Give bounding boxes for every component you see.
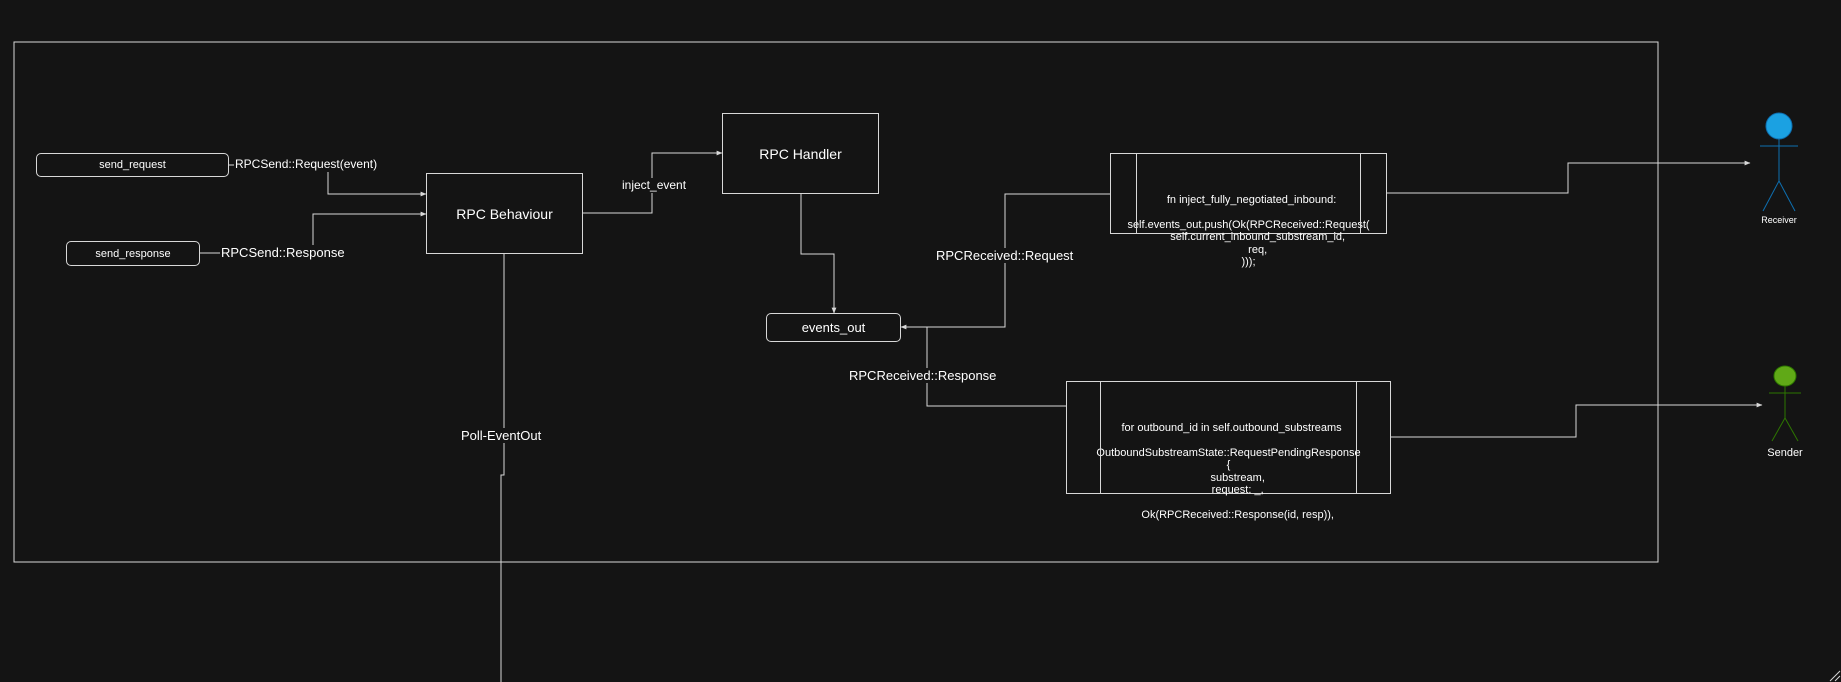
- edge-label-inject-event: inject_event: [621, 178, 688, 193]
- receiver-actor: [1760, 112, 1798, 212]
- events-out-label: events_out: [801, 320, 866, 335]
- rpc-handler-node[interactable]: RPC Handler: [722, 113, 879, 194]
- edge-label-send-response: RPCSend::Response: [220, 245, 346, 260]
- inbound-code-text: fn inject_fully_negotiated_inbound: self…: [1127, 193, 1370, 269]
- edge-poll-eventout: [500, 253, 505, 682]
- edge-to-sender: [1391, 402, 1763, 438]
- outbound-code-right-bar: [1356, 382, 1357, 493]
- receiver-head: [1765, 112, 1793, 140]
- edge-received-response: [901, 326, 1066, 407]
- inbound-code-block[interactable]: fn inject_fully_negotiated_inbound: self…: [1110, 153, 1387, 268]
- outbound-code-left-bar: [1100, 382, 1101, 493]
- send-response-node[interactable]: send_response: [66, 241, 200, 266]
- sender-label: Sender: [1767, 447, 1803, 459]
- inbound-code-left-bar: [1136, 154, 1137, 233]
- rpc-handler-label: RPC Handler: [759, 145, 842, 162]
- receiver-label: Receiver: [1761, 215, 1797, 225]
- outer-container: [13, 41, 1659, 563]
- edge-to-receiver: [1386, 160, 1751, 194]
- edge-handler-to-events: [800, 193, 837, 314]
- outbound-code-block[interactable]: for outbound_id in self.outbound_substre…: [1066, 381, 1391, 521]
- send-response-label: send_response: [95, 247, 171, 260]
- outbound-code-text: for outbound_id in self.outbound_substre…: [1096, 421, 1361, 522]
- edge-label-received-response: RPCReceived::Response: [848, 368, 998, 383]
- events-out-node[interactable]: events_out: [766, 313, 901, 342]
- rpc-behaviour-label: RPC Behaviour: [456, 205, 553, 222]
- edge-label-request-event: RPCSend::Request(event): [234, 157, 379, 172]
- send-request-node[interactable]: send_request: [36, 153, 229, 177]
- resize-handle-icon[interactable]: [1829, 670, 1841, 682]
- sender-head: [1773, 365, 1797, 387]
- sender-actor: [1769, 365, 1801, 442]
- rpc-behaviour-node[interactable]: RPC Behaviour: [426, 173, 583, 254]
- edge-label-poll-eventout: Poll-EventOut: [460, 428, 543, 443]
- edge-label-received-request: RPCReceived::Request: [935, 248, 1075, 263]
- inbound-code-right-bar: [1360, 154, 1361, 233]
- send-request-label: send_request: [99, 159, 166, 171]
